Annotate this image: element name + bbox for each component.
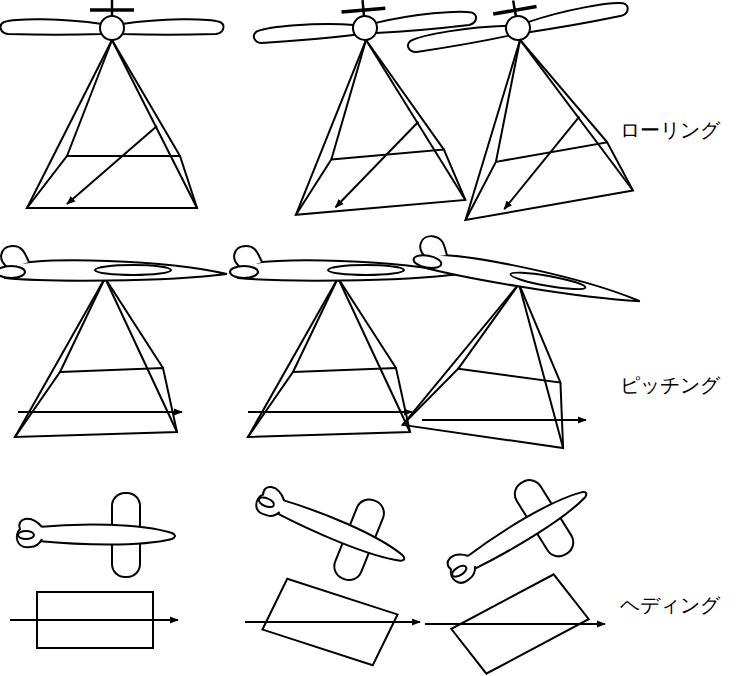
pitching-plane xyxy=(0,246,227,437)
pitching-plane xyxy=(230,246,460,437)
axis-label: ローリング xyxy=(620,118,720,142)
direction-arrow xyxy=(18,412,586,420)
heading-plane xyxy=(429,457,608,612)
rolling-plane xyxy=(403,0,659,225)
pitching-plane xyxy=(385,234,645,462)
axis-label: ピッチング xyxy=(620,373,720,397)
heading-plane xyxy=(242,460,420,597)
heading-plane xyxy=(17,493,175,577)
axis-label: ヘディング xyxy=(620,593,720,617)
direction-arrow xyxy=(10,620,605,624)
rolling-plane xyxy=(1,0,224,208)
